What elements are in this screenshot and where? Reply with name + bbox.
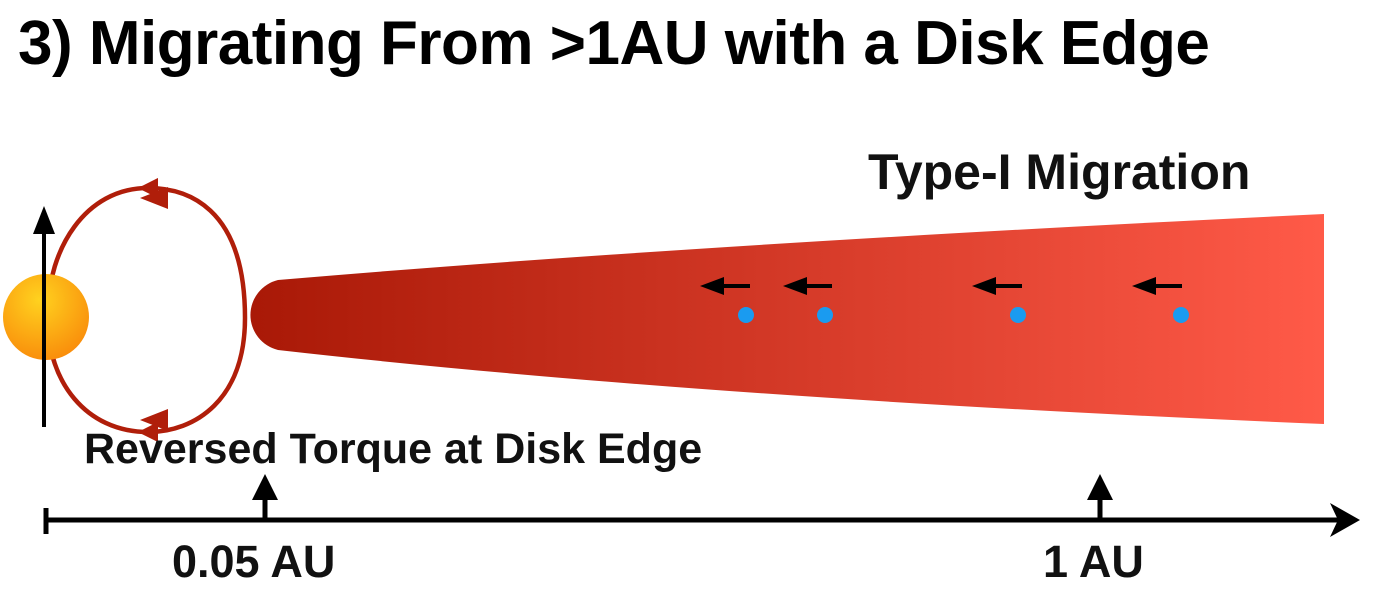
reversed-torque-label: Reversed Torque at Disk Edge [84, 425, 703, 473]
tick-label-1au: 1 AU [1043, 536, 1144, 587]
planet-group-1 [700, 277, 754, 323]
up-arrow-icon [1087, 474, 1113, 500]
magnetic-field-loop [45, 177, 248, 443]
axis-arrow-icon [1330, 503, 1360, 537]
planet [1173, 307, 1189, 323]
planet [1010, 307, 1026, 323]
distance-axis [43, 503, 1360, 537]
type1-migration-label: Type-I Migration [868, 144, 1251, 200]
loop-arrowhead-bottom [140, 409, 168, 431]
up-arrow-icon [252, 474, 278, 500]
protoplanetary-disk [250, 214, 1324, 424]
planet [738, 307, 754, 323]
left-arrow-icon [783, 277, 807, 295]
planet-group-4 [1132, 277, 1189, 323]
page-title: 3) Migrating From >1AU with a Disk Edge [18, 9, 1210, 78]
planet [817, 307, 833, 323]
planet-group-3 [972, 277, 1026, 323]
left-arrow-icon [1132, 277, 1156, 295]
planet-group-2 [783, 277, 833, 323]
loop-arrowhead-top [140, 187, 168, 209]
tick-marker-0.05au [252, 474, 278, 520]
left-arrow-icon [972, 277, 996, 295]
tick-label-0.05au: 0.05 AU [172, 536, 336, 587]
left-arrow-icon [700, 277, 724, 295]
tick-marker-1au [1087, 474, 1113, 520]
